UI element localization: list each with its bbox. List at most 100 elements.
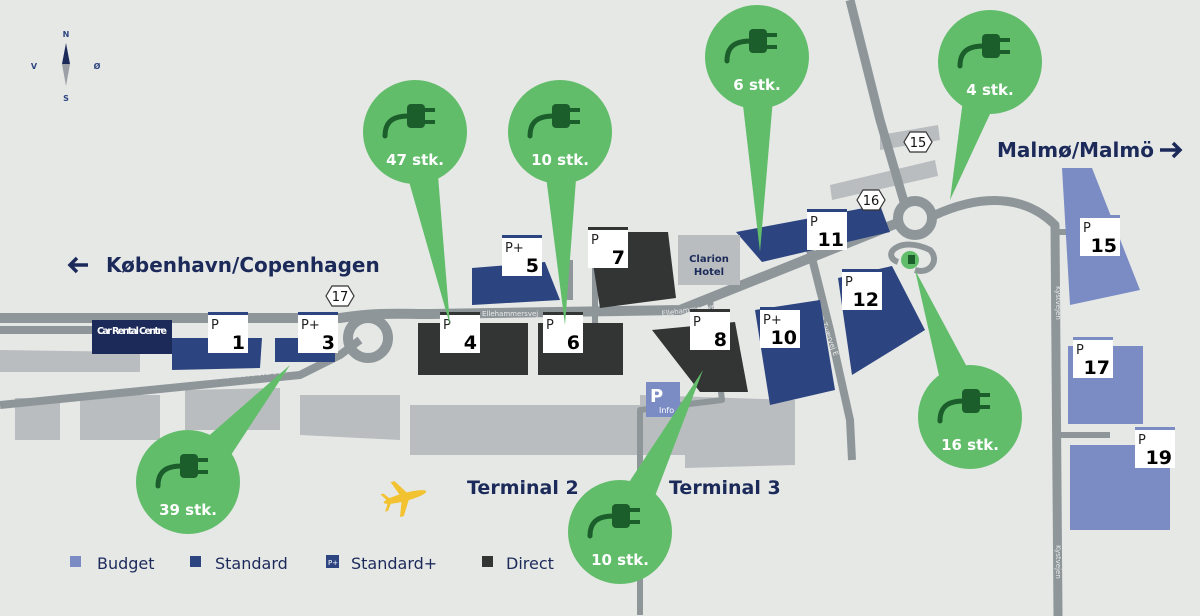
charger-marker-1[interactable]: 47 stk. bbox=[363, 80, 467, 325]
road-label-ellehammersvej: Ellehammersvej bbox=[482, 310, 538, 318]
airplane-icon bbox=[380, 481, 427, 517]
car-rental-label: Car Rental Centre bbox=[97, 326, 167, 337]
legend-budget: Budget bbox=[97, 554, 155, 573]
charger-marker-7[interactable]: 16 stk. bbox=[915, 270, 1022, 469]
parking-prefix: P bbox=[693, 315, 701, 330]
parking-number: 11 bbox=[818, 229, 844, 251]
charger-count: 47 stk. bbox=[386, 151, 444, 169]
parking-number: 10 bbox=[771, 327, 797, 349]
parking-prefix: P bbox=[810, 215, 818, 230]
compass-w: V bbox=[31, 62, 38, 71]
arrow-left-icon bbox=[67, 256, 88, 274]
destination-left-label: København/Copenhagen bbox=[106, 253, 380, 277]
parking-card-1[interactable]: P1 bbox=[208, 312, 248, 354]
car-rental-centre[interactable] bbox=[92, 320, 172, 354]
charger-markers: 47 stk. 10 stk. 6 stk. 4 stk. 39 stk. 10 stk.… bbox=[136, 5, 1042, 584]
parking-card-5[interactable]: P+5 bbox=[502, 235, 542, 277]
parking-number: 15 bbox=[1091, 235, 1117, 257]
route-shield-17: 17 bbox=[325, 285, 355, 307]
charger-count: 16 stk. bbox=[941, 436, 999, 454]
legend-pplus-icon: P+ bbox=[328, 559, 338, 567]
compass-n: N bbox=[63, 30, 70, 39]
route-number: 16 bbox=[863, 194, 880, 209]
info-p-box[interactable] bbox=[646, 382, 680, 417]
hotel-label-2: Hotel bbox=[694, 267, 724, 278]
parking-prefix: P+ bbox=[301, 318, 320, 333]
parking-card-8[interactable]: P8 bbox=[690, 309, 730, 351]
route-shields: 17 15 16 bbox=[325, 131, 933, 307]
terminal-buildings bbox=[0, 125, 940, 468]
ev-plug-icon bbox=[587, 504, 640, 539]
route-shield-15: 15 bbox=[903, 131, 933, 153]
route-number: 15 bbox=[910, 136, 927, 151]
parking-prefix: P bbox=[1138, 433, 1146, 448]
parking-card-19[interactable]: P19 bbox=[1135, 427, 1175, 469]
charger-marker-2[interactable]: 10 stk. bbox=[508, 80, 612, 325]
charger-marker-3[interactable]: 6 stk. bbox=[705, 5, 809, 252]
parking-card-10[interactable]: P+10 bbox=[760, 307, 800, 349]
parking-number: 8 bbox=[714, 329, 727, 351]
parking-number: 5 bbox=[526, 255, 539, 277]
parking-prefix: P bbox=[546, 318, 554, 333]
ev-plug-icon bbox=[937, 389, 990, 424]
parking-prefix: P bbox=[591, 233, 599, 248]
route-number: 17 bbox=[332, 290, 349, 305]
info-p-icon: P bbox=[650, 386, 663, 407]
arrow-right-icon bbox=[1160, 141, 1183, 159]
charger-count: 10 stk. bbox=[531, 151, 589, 169]
legend-standard-plus: Standard+ bbox=[351, 554, 437, 573]
ev-plug-icon bbox=[155, 454, 208, 489]
parking-card-15[interactable]: P15 bbox=[1080, 215, 1120, 257]
parking-number: 1 bbox=[232, 332, 245, 354]
parking-card-3[interactable]: P+3 bbox=[298, 312, 338, 354]
destination-copenhagen: København/Copenhagen bbox=[67, 253, 380, 277]
legend-standard-plus-swatch bbox=[326, 555, 339, 568]
hotel-label-1: Clarion bbox=[689, 254, 729, 265]
parking-number: 3 bbox=[322, 332, 335, 354]
charger-marker-6[interactable]: 10 stk. bbox=[568, 370, 703, 584]
compass: N S V Ø bbox=[31, 30, 101, 103]
parking-prefix: P+ bbox=[763, 313, 782, 328]
destination-malmo: Malmø/Malmö bbox=[997, 138, 1183, 162]
parking-number: 12 bbox=[853, 289, 879, 311]
road-label-kystvejen: Kystvejen bbox=[1054, 286, 1062, 320]
charger-count: 6 stk. bbox=[733, 76, 780, 94]
charger-marker-4[interactable]: 4 stk. bbox=[938, 10, 1042, 200]
legend-direct-swatch bbox=[482, 556, 493, 567]
parking-card-7[interactable]: P7 bbox=[588, 227, 628, 269]
parking-card-4[interactable]: P4 bbox=[440, 312, 480, 354]
destination-right-label: Malmø/Malmö bbox=[997, 138, 1154, 162]
ev-plug-icon bbox=[957, 34, 1010, 69]
charger-count: 39 stk. bbox=[159, 501, 217, 519]
parking-card-6[interactable]: P6 bbox=[543, 312, 583, 354]
parking-card-12[interactable]: P12 bbox=[842, 269, 882, 311]
parking-card-17[interactable]: P17 bbox=[1073, 337, 1113, 379]
legend: Budget Standard P+ Standard+ Direct bbox=[70, 554, 554, 573]
terminal-2-label: Terminal 2 bbox=[467, 477, 579, 499]
compass-south-arrow-icon bbox=[62, 64, 70, 86]
parking-number: 6 bbox=[567, 332, 580, 354]
parking-number: 17 bbox=[1084, 357, 1110, 379]
parking-number: 19 bbox=[1146, 447, 1172, 469]
ev-plug-icon bbox=[382, 104, 435, 139]
parking-prefix: P bbox=[1076, 343, 1084, 358]
parking-prefix: P bbox=[845, 275, 853, 290]
compass-e: Ø bbox=[94, 61, 101, 71]
legend-standard-swatch bbox=[190, 556, 201, 567]
ev-plug-icon bbox=[527, 104, 580, 139]
legend-budget-swatch bbox=[70, 556, 81, 567]
terminal-3-label: Terminal 3 bbox=[669, 477, 781, 499]
info-label: Info bbox=[659, 406, 674, 415]
route-shield-16: 16 bbox=[856, 189, 886, 211]
compass-north-arrow-icon bbox=[62, 43, 70, 64]
clarion-hotel bbox=[678, 235, 740, 285]
ev-plug-icon bbox=[724, 29, 777, 64]
compass-s: S bbox=[63, 94, 69, 103]
parking-prefix: P bbox=[1083, 221, 1091, 236]
parking-number: 4 bbox=[464, 332, 477, 354]
charger-marker-5[interactable]: 39 stk. bbox=[136, 365, 290, 534]
legend-standard: Standard bbox=[215, 554, 288, 573]
parking-card-11[interactable]: P11 bbox=[807, 209, 847, 251]
